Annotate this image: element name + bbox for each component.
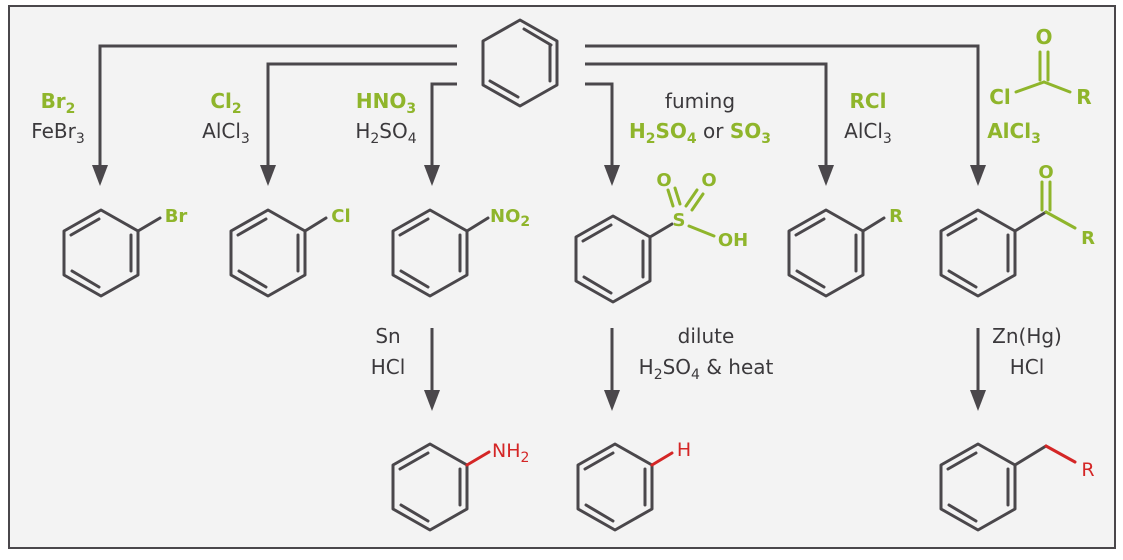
svg-text:Cl: Cl xyxy=(989,85,1011,109)
reagent-fuming-label: fuming xyxy=(665,89,735,113)
svg-text:R: R xyxy=(1081,459,1094,481)
svg-text:AlCl3: AlCl3 xyxy=(987,119,1041,147)
condition-acid-heat: H2SO4 & heat xyxy=(639,355,774,383)
catalyst-alcl3-alkylation: AlCl3 xyxy=(844,119,892,147)
catalyst-sulfuric-acid: H2SO4 xyxy=(355,119,416,147)
svg-text:H: H xyxy=(677,439,691,461)
product-bromobenzene: Br xyxy=(62,206,188,298)
condition-dilute: dilute xyxy=(678,324,735,348)
svg-text:Cl: Cl xyxy=(331,206,350,227)
svg-text:R: R xyxy=(1076,85,1091,109)
product-benzene: H xyxy=(576,439,691,532)
product-aniline: NH2 xyxy=(391,440,529,532)
arrow-nitration xyxy=(430,82,457,165)
svg-text:OH: OH xyxy=(718,230,748,251)
product-aryl-ketone: O R xyxy=(939,162,1095,298)
svg-text:NH2: NH2 xyxy=(492,440,529,466)
svg-text:O: O xyxy=(656,170,671,191)
background-panel xyxy=(8,5,1116,549)
condition-sn: Sn xyxy=(375,324,400,348)
condition-hcl-reduction: HCl xyxy=(371,355,406,379)
arrow-sulfonation xyxy=(585,82,614,165)
product-benzenesulfonic-acid: S O O OH xyxy=(574,170,748,304)
svg-text:O: O xyxy=(701,170,716,191)
condition-zn-hg: Zn(Hg) xyxy=(992,324,1062,348)
product-alkylbenzene: R xyxy=(787,206,903,298)
arrow-chlorination xyxy=(266,62,457,165)
reagent-nitric-acid: HNO3 xyxy=(356,89,416,117)
reagent-alkyl-chloride: RCl xyxy=(850,89,887,113)
svg-text:O: O xyxy=(1035,25,1052,49)
arrow-acylation xyxy=(585,44,980,165)
product-nitrobenzene: NO2 xyxy=(391,206,530,298)
arrow-bromination xyxy=(98,44,457,165)
svg-text:R: R xyxy=(1081,228,1095,249)
reagent-sulfonation: H2SO4 or SO3 xyxy=(629,119,771,147)
benzene-start xyxy=(481,18,559,108)
reagent-bromine: Br2 xyxy=(41,89,76,117)
reagent-acyl-chloride: O Cl R AlCl3 xyxy=(987,25,1092,147)
arrow-alkylation xyxy=(585,62,828,165)
product-chlorobenzene: Cl xyxy=(229,206,351,298)
svg-text:Br: Br xyxy=(165,206,188,227)
svg-text:O: O xyxy=(1038,162,1053,183)
reagent-chlorine: Cl2 xyxy=(210,89,241,117)
arrows xyxy=(92,44,986,411)
svg-text:R: R xyxy=(889,206,903,227)
catalyst-alcl3-chlorination: AlCl3 xyxy=(202,119,250,147)
svg-text:NO2: NO2 xyxy=(490,206,530,230)
catalyst-febr3: FeBr3 xyxy=(31,119,85,147)
condition-hcl-clemmensen: HCl xyxy=(1010,355,1045,379)
svg-text:S: S xyxy=(673,210,686,231)
product-clemmensen-alkylbenzene: R xyxy=(939,442,1095,532)
